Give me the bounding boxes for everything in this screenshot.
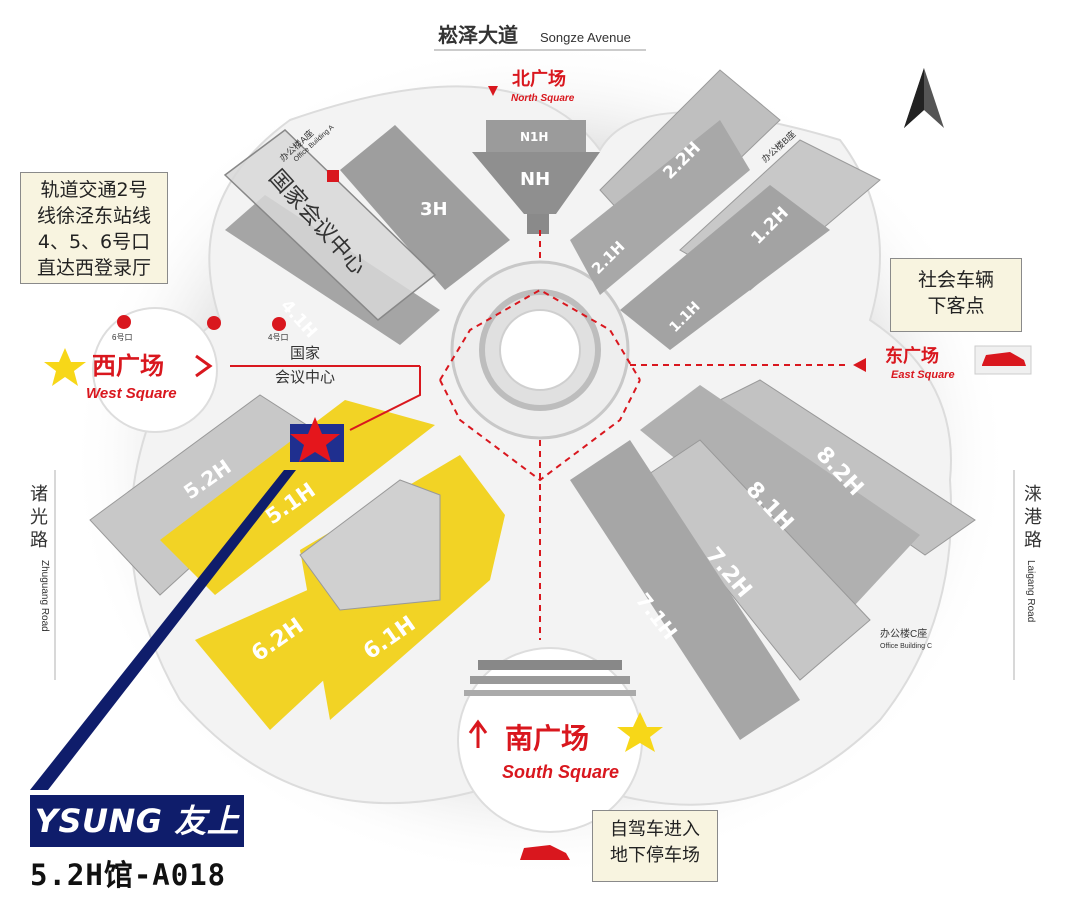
ncc-line-2: 会议中心 xyxy=(275,368,335,386)
hall-72h xyxy=(639,439,871,681)
hall-21h xyxy=(570,120,750,295)
west-square-circle xyxy=(92,307,218,433)
metro-info-line-4: 直达西登录厅 xyxy=(36,257,151,279)
east-road-en: Laigang Road xyxy=(1025,560,1036,622)
south-square-circle xyxy=(457,647,643,833)
north-square-cn: 北广场 xyxy=(512,68,566,90)
dropoff-line-2: 下客点 xyxy=(927,295,985,317)
office-c-en-label: Office Building C xyxy=(880,643,932,650)
booth-pointer xyxy=(30,470,296,790)
central-plaza xyxy=(450,260,630,440)
parking-car-icon xyxy=(520,845,570,860)
metro-info-line-3: 4、5、6号口 xyxy=(37,231,151,253)
hall-81h xyxy=(640,385,920,605)
ncc-building xyxy=(223,129,437,321)
avenue-cn: 崧泽大道 xyxy=(438,23,518,47)
metro-gate-6: 6号口 xyxy=(112,333,132,342)
metro-icon-4 xyxy=(272,317,286,331)
booth-number: 5.2H馆-A018 xyxy=(30,858,227,892)
east-square-en: East Square xyxy=(891,369,955,381)
hall-6-upper xyxy=(299,479,441,611)
ncc-line-1: 国家 xyxy=(290,344,320,362)
booth-star-icon xyxy=(290,417,340,462)
metro-info-line-1: 轨道交通2号 xyxy=(40,179,148,201)
avenue-en: Songze Avenue xyxy=(540,30,631,45)
hall-label-n1h: N1H xyxy=(520,130,548,144)
route-lines xyxy=(439,230,850,640)
east-square-cn: 东广场 xyxy=(885,345,939,367)
south-square-cn: 南广场 xyxy=(505,722,589,755)
hall-nh xyxy=(472,120,600,234)
metro-icon-6 xyxy=(117,315,131,329)
west-square-cn: 西广场 xyxy=(92,352,164,380)
west-road-en: Zhuguang Road xyxy=(39,560,50,632)
metro-info-line-2: 线徐泾东站线 xyxy=(36,205,151,227)
south-star-icon xyxy=(617,712,663,752)
metro-info-box: 轨道交通2号 线徐泾东站线 4、5、6号口 直达西登录厅 xyxy=(20,172,168,284)
west-road-cn-1: 诸 xyxy=(30,484,48,505)
west-star-icon xyxy=(44,348,86,386)
dropoff-info-box: 社会车辆 下客点 xyxy=(890,258,1022,332)
west-arrow-route xyxy=(349,366,421,431)
west-arrow-icon xyxy=(195,354,213,378)
east-road-cn-3: 路 xyxy=(1024,530,1042,551)
east-car-icon xyxy=(982,352,1026,366)
first-aid-icon xyxy=(327,170,339,182)
brand-logo: YSUNG 友上 xyxy=(30,795,244,847)
east-road-cn-2: 港 xyxy=(1024,507,1042,528)
dropoff-line-1: 社会车辆 xyxy=(917,269,994,291)
parking-line-2: 地下停车场 xyxy=(610,845,700,866)
hall-label-3h: 3H xyxy=(420,199,448,220)
north-arrow-icon xyxy=(488,86,498,96)
south-square-en: South Square xyxy=(502,762,619,782)
hall-label-nh: NH xyxy=(520,169,550,190)
east-road-cn-1: 涞 xyxy=(1024,484,1042,505)
parking-info-box: 自驾车进入 地下停车场 xyxy=(592,810,718,882)
hall-62h xyxy=(195,580,410,730)
metro-icon-5 xyxy=(207,316,221,330)
metro-gate-4: 4号口 xyxy=(268,333,288,342)
west-square-en: West Square xyxy=(86,385,177,402)
west-road-cn-2: 光 xyxy=(30,507,48,528)
office-c-label: 办公楼C座 xyxy=(880,627,927,640)
west-road-cn-3: 路 xyxy=(30,530,48,551)
hall-11h xyxy=(620,185,830,350)
north-square-en: North Square xyxy=(511,93,575,104)
hall-3h xyxy=(340,125,510,290)
east-arrow-icon xyxy=(853,358,866,372)
hall-71h xyxy=(570,440,800,740)
parking-line-1: 自驾车进入 xyxy=(610,819,700,840)
compass-icon xyxy=(904,68,944,128)
